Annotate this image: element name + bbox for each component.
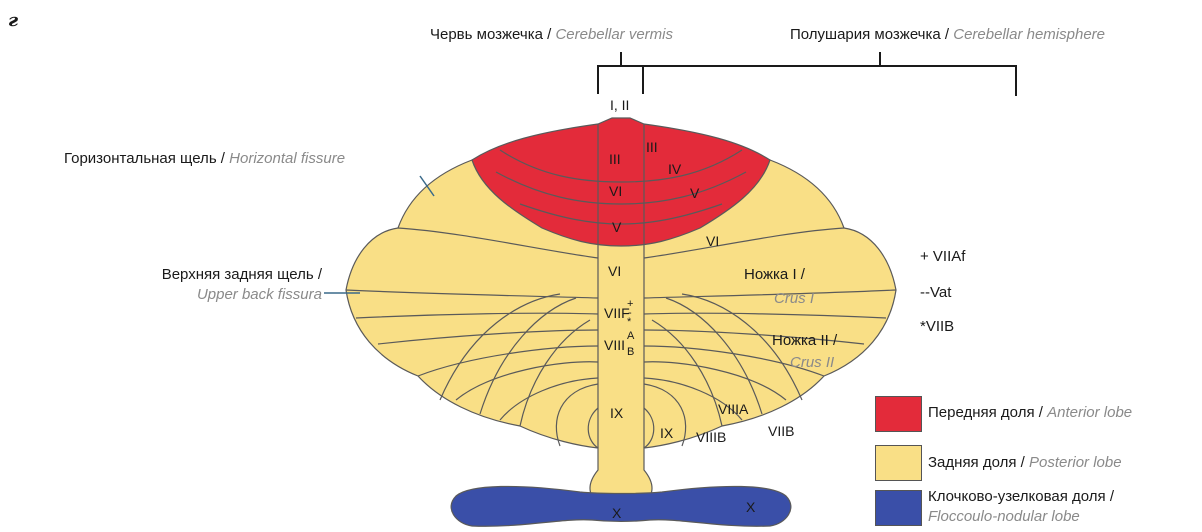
lobule-label-ix-vermis: IX (610, 405, 624, 421)
lobule-label-v-hemisphere: V (690, 185, 700, 201)
legend-item-posterior: Задняя доля / Posterior lobe (928, 454, 1122, 472)
lobule-label-iv: IV (668, 161, 682, 177)
legend-item-anterior: Передняя доля / Anterior lobe (928, 404, 1132, 422)
vermis-bracket (598, 52, 643, 94)
legend-swatch-flocculonodular (875, 490, 922, 526)
key-vat: --Vat (920, 284, 951, 302)
lobule-label-iii-vermis: III (609, 151, 621, 167)
lobule-mark-a: A (627, 330, 635, 342)
crus-i-label-ru: Ножка I / (744, 266, 805, 284)
lobule-label-x-hemisphere: X (746, 499, 756, 515)
hemisphere-bracket (643, 52, 1016, 96)
lobule-label-vi-vermis: VI (608, 263, 621, 279)
legend-swatch-anterior (875, 396, 922, 432)
legend-posterior-ru: Задняя доля (928, 454, 1017, 471)
legend-anterior-en: Anterior lobe (1047, 404, 1132, 421)
lobule-label-viii: VIII (604, 337, 625, 353)
lobule-label-iii-hemisphere: III (646, 139, 658, 155)
lobule-label-i-ii: I, II (610, 97, 629, 113)
lobule-label-viif: VIIF (604, 305, 630, 321)
lobule-label-v-vermis: V (612, 219, 622, 235)
lobule-label-x-vermis: X (612, 505, 622, 521)
legend-flocculonodular-ru: Клочково-узелковая доля / (928, 488, 1114, 506)
lobule-mark-b: B (627, 346, 634, 358)
key-viiaf: + VIIAf (920, 248, 965, 266)
legend-anterior-ru: Передняя доля (928, 404, 1035, 421)
lobule-label-ix-hemisphere: IX (660, 425, 674, 441)
legend-flocculonodular-en: Floccoulo-nodular lobe (928, 508, 1080, 526)
legend-posterior-en: Posterior lobe (1029, 454, 1122, 471)
lobule-label-vi-vermis-upper: VI (609, 183, 622, 199)
lobule-label-viiib: VIIIB (696, 429, 726, 445)
crus-ii-label-en: Crus II (790, 354, 834, 372)
key-viib: *VIIB (920, 318, 954, 336)
lobule-label-viib: VIIB (768, 423, 794, 439)
crus-ii-label-ru: Ножка II / (772, 332, 837, 350)
lobule-mark-star: * (627, 316, 632, 328)
legend-anterior-sep: / (1035, 404, 1048, 421)
legend-swatch-posterior (875, 445, 922, 481)
lobule-label-vi-hemisphere: VI (706, 233, 719, 249)
crus-i-label-en: Crus I (774, 290, 814, 308)
legend-posterior-sep: / (1017, 454, 1030, 471)
lobule-label-viiia: VIIIA (718, 401, 749, 417)
